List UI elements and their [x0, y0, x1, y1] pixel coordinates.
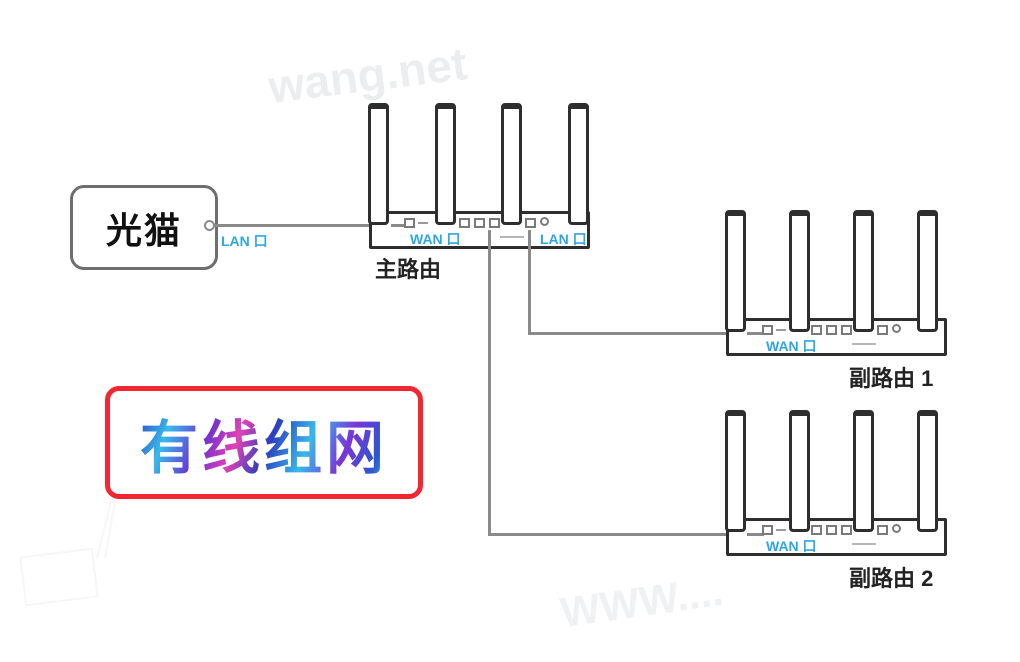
dash-icon — [418, 222, 428, 224]
port-icon — [459, 218, 470, 228]
cable-modem-to-main-stub — [391, 224, 406, 227]
port-icon — [826, 525, 837, 535]
antenna-icon — [853, 410, 874, 532]
sub-router-1-body — [726, 318, 947, 356]
cable-main-to-sub2-horizontal — [488, 533, 727, 536]
port-link-line — [852, 343, 876, 345]
cable-main-to-sub1-horizontal — [528, 332, 727, 335]
antenna-icon — [368, 103, 389, 225]
port-icon — [826, 325, 837, 335]
antenna-icon — [917, 410, 938, 532]
antenna-icon — [789, 410, 810, 532]
antenna-icon — [501, 103, 522, 225]
wired-network-badge-label: 有线组网 — [140, 401, 388, 485]
antenna-icon — [853, 210, 874, 332]
modem-lan-port-label: LAN 口 — [221, 233, 268, 249]
port-icon — [877, 525, 888, 535]
antenna-icon — [435, 103, 456, 225]
wired-network-badge: 有线组网 — [105, 386, 423, 499]
port-icon — [489, 218, 500, 228]
port-icon — [841, 525, 852, 535]
antenna-icon — [725, 210, 746, 332]
optical-modem-label: 光猫 — [105, 209, 182, 251]
dash-icon — [776, 529, 786, 531]
cable-main-to-sub2-stub — [747, 533, 764, 536]
cable-main-to-sub1-stub — [747, 332, 764, 335]
sub-router-2-caption: 副路由 2 — [849, 566, 934, 591]
port-icon — [841, 325, 852, 335]
port-icon — [877, 325, 888, 335]
antenna-icon — [725, 410, 746, 532]
power-icon — [892, 324, 901, 333]
cable-modem-to-main — [211, 224, 369, 227]
port-icon — [525, 218, 536, 228]
port-icon — [474, 218, 485, 228]
sub-router-1-caption: 副路由 1 — [849, 366, 934, 391]
signal-icon — [404, 218, 415, 228]
cable-main-to-sub1-vertical — [528, 230, 531, 335]
sub1-wan-port-label: WAN 口 — [766, 338, 817, 354]
antenna-icon — [789, 210, 810, 332]
main-router-caption: 主路由 — [375, 257, 442, 282]
signal-icon — [762, 325, 773, 335]
main-router-body — [369, 211, 590, 249]
sub2-wan-port-label: WAN 口 — [766, 538, 817, 554]
port-icon — [811, 525, 822, 535]
signal-icon — [762, 525, 773, 535]
main-lan-port-label: LAN 口 — [540, 231, 587, 247]
cable-main-to-sub2-vertical — [488, 230, 491, 536]
cable-junction-dot — [204, 220, 215, 231]
antenna-icon — [917, 210, 938, 332]
watermark-bottom: WWW.... — [557, 566, 726, 637]
port-link-line — [500, 236, 524, 238]
dash-icon — [776, 329, 786, 331]
antenna-icon — [568, 103, 589, 225]
optical-modem-box: 光猫 — [70, 185, 218, 270]
port-link-line — [852, 543, 876, 545]
power-icon — [540, 217, 549, 226]
main-wan-port-label: WAN 口 — [410, 231, 461, 247]
power-icon — [892, 524, 901, 533]
port-icon — [811, 325, 822, 335]
faint-sketch — [19, 547, 99, 607]
sub-router-2-body — [726, 518, 947, 556]
